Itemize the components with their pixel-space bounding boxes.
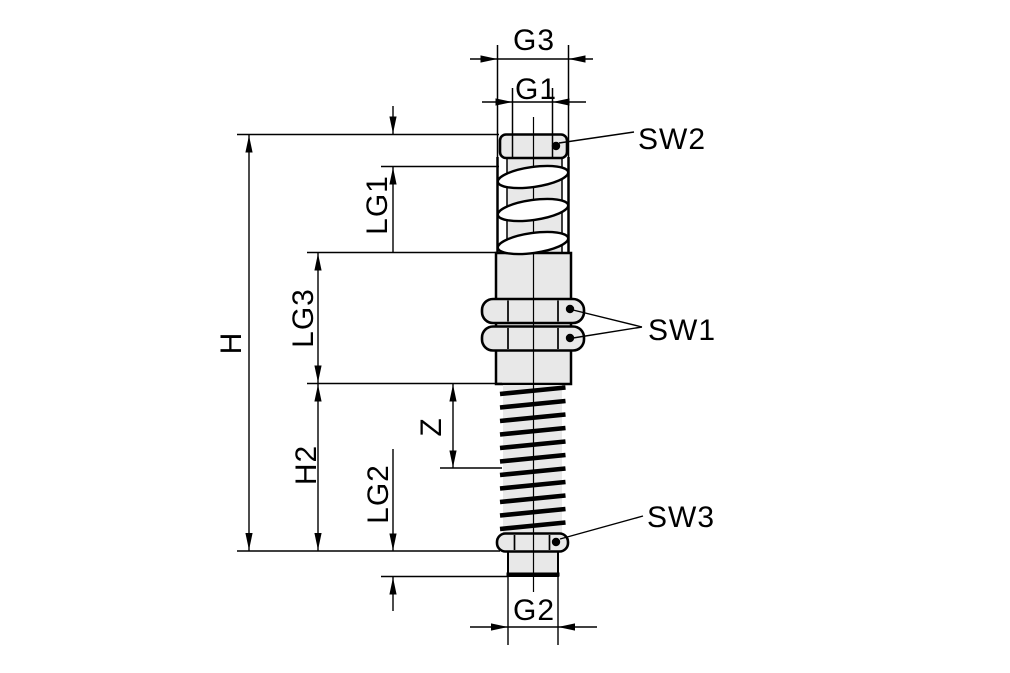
sw1-lower-leader bbox=[572, 326, 643, 339]
dim-label-lg3: LG3 bbox=[287, 288, 320, 348]
sw2-leader bbox=[558, 131, 635, 144]
dim-label-h2: H2 bbox=[290, 445, 323, 485]
dimension-h2 bbox=[314, 383, 322, 551]
callout-label-sw2: SW2 bbox=[638, 123, 706, 156]
callout-leaders bbox=[558, 131, 644, 540]
dim-label-lg1: LG1 bbox=[361, 175, 394, 235]
callout-label-sw3: SW3 bbox=[647, 501, 715, 534]
spring-coil bbox=[496, 164, 570, 190]
sw3-callout-dot bbox=[551, 537, 561, 547]
extension-lines bbox=[237, 133, 559, 645]
dim-label-g3: G3 bbox=[513, 24, 555, 57]
spring-coil bbox=[496, 197, 570, 223]
dim-label-z: Z bbox=[415, 417, 448, 436]
spring-coil bbox=[496, 230, 570, 256]
dimension-lg3 bbox=[314, 252, 322, 384]
callout-label-sw1: SW1 bbox=[648, 314, 716, 347]
dim-label-lg2: LG2 bbox=[362, 464, 395, 524]
sw1-upper-callout-dot bbox=[565, 304, 575, 314]
sw2-callout-dot bbox=[551, 141, 561, 151]
dimension-g1 bbox=[482, 98, 586, 106]
spring-coils bbox=[496, 164, 570, 256]
dimension-h bbox=[245, 134, 253, 551]
thread-crests bbox=[499, 385, 566, 532]
sw1-upper-leader bbox=[572, 309, 643, 328]
part bbox=[480, 45, 586, 592]
dim-label-h: H bbox=[215, 332, 248, 355]
dimension-g2 bbox=[470, 623, 597, 631]
dim-label-g2: G2 bbox=[513, 594, 555, 627]
sw3-leader bbox=[559, 515, 644, 540]
dimension-z bbox=[449, 383, 457, 468]
dimension-lg1 bbox=[389, 106, 397, 252]
dim-label-g1: G1 bbox=[515, 73, 557, 106]
dimension-lg2 bbox=[389, 449, 397, 611]
dimension-g3 bbox=[470, 55, 593, 63]
sw1-lower-callout-dot bbox=[565, 333, 575, 343]
